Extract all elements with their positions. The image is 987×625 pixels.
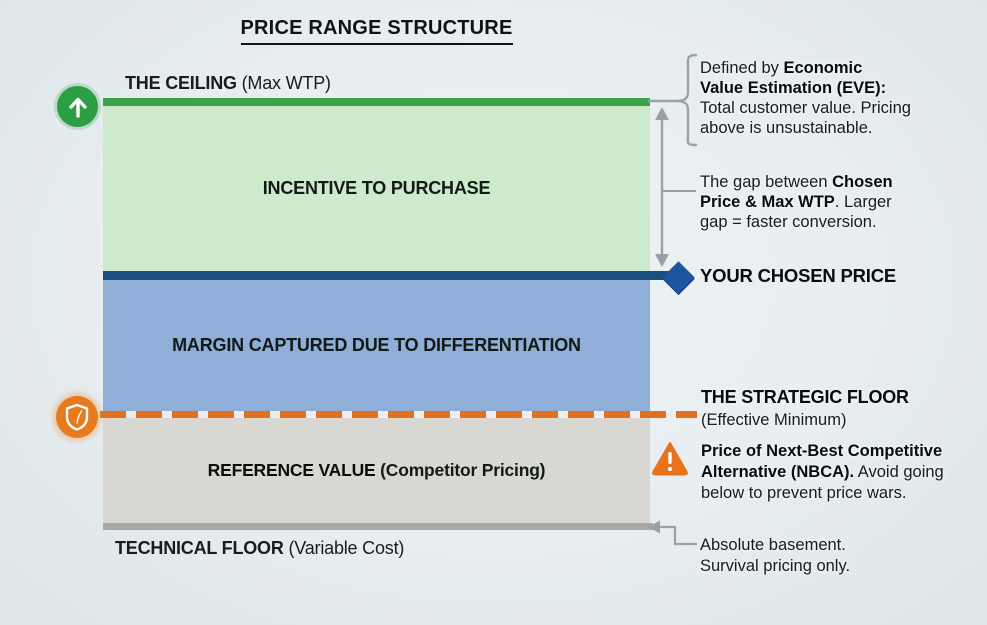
technical-floor-label: TECHNICAL FLOOR (Variable Cost) (115, 537, 404, 559)
gap-double-arrow (655, 107, 669, 267)
annotation-basement: Absolute basement. Survival pricing only. (700, 535, 850, 577)
warning-triangle-icon (652, 442, 688, 476)
text-line: The gap between Chosen (700, 173, 893, 191)
text-line: THE STRATEGIC FLOOR (701, 387, 909, 407)
text-line: TECHNICAL FLOOR (Variable Cost) (115, 538, 405, 558)
text-line: Value Estimation (EVE): (700, 79, 887, 97)
reference-band: REFERENCE VALUE (Competitor Pricing) (103, 418, 650, 523)
technical-floor-line (103, 523, 653, 530)
text-line: Alternative (NBCA). Avoid going (701, 463, 944, 481)
reference-band-label: REFERENCE VALUE (Competitor Pricing) (208, 460, 546, 481)
ceiling-label: THE CEILING (Max WTP) (125, 72, 331, 94)
text-line: REFERENCE VALUE (Competitor Pricing) (207, 460, 546, 480)
text-line: Price & Max WTP. Larger (700, 193, 892, 211)
margin-band: MARGIN CAPTURED DUE TO DIFFERENTIATION (103, 280, 650, 411)
basement-elbow-connector (648, 520, 697, 546)
text-line: above is unsustainable. (700, 119, 873, 137)
annotation-strategic-floor: THE STRATEGIC FLOOR (Effective Minimum) (701, 386, 909, 431)
text-line: THE CEILING (Max WTP) (125, 73, 331, 93)
strategic-floor-dashed-line (100, 411, 697, 418)
text-line: Survival pricing only. (700, 557, 851, 575)
text-line: Absolute basement. (700, 536, 846, 554)
page-title-wrap: PRICE RANGE STRUCTURE (103, 17, 650, 45)
text-line: Total customer value. Pricing (700, 99, 911, 117)
shield-icon (56, 396, 98, 438)
incentive-band: INCENTIVE TO PURCHASE (103, 106, 650, 271)
ceiling-line (103, 98, 650, 106)
text-line: Defined by Economic (700, 59, 863, 77)
text-line: Price of Next-Best Competitive (701, 442, 943, 460)
chosen-price-label: YOUR CHOSEN PRICE (700, 265, 897, 286)
text-line: (Effective Minimum) (701, 411, 847, 429)
text-line: below to prevent price wars. (701, 484, 907, 502)
chosen-price-line (103, 271, 669, 280)
page-title: PRICE RANGE STRUCTURE (240, 17, 513, 45)
arrow-up-circle-icon (57, 86, 98, 127)
incentive-band-label: INCENTIVE TO PURCHASE (262, 178, 491, 198)
text-line: gap = faster conversion. (700, 213, 877, 231)
shield-glyph (65, 403, 89, 431)
brace-connector (648, 53, 698, 147)
gap-tick-connector (663, 190, 696, 192)
margin-band-label: MARGIN CAPTURED DUE TO DIFFERENTIATION (172, 335, 581, 355)
arrow-up-glyph (68, 97, 87, 118)
